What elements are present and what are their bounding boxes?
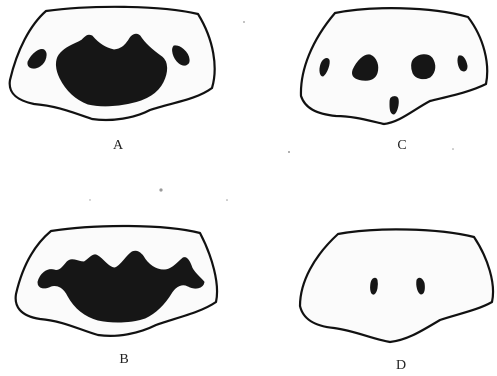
- panel-d-left-mark: [371, 278, 378, 294]
- speck: [159, 188, 162, 191]
- panel-b: B: [16, 226, 217, 367]
- panel-c-right-inner-mark: [412, 55, 435, 79]
- speck: [89, 199, 90, 200]
- panel-d-label: D: [396, 358, 406, 373]
- panel-a-label: A: [113, 138, 124, 153]
- panel-b-label: B: [119, 352, 128, 367]
- speck: [288, 151, 290, 153]
- panel-c-label: C: [397, 138, 406, 153]
- panel-d: D: [300, 229, 493, 373]
- panel-d-outline: [300, 229, 493, 342]
- panel-a: A: [10, 7, 215, 153]
- speck: [226, 199, 228, 201]
- speck: [243, 21, 245, 23]
- speck: [452, 148, 454, 150]
- panel-c: C: [301, 8, 487, 153]
